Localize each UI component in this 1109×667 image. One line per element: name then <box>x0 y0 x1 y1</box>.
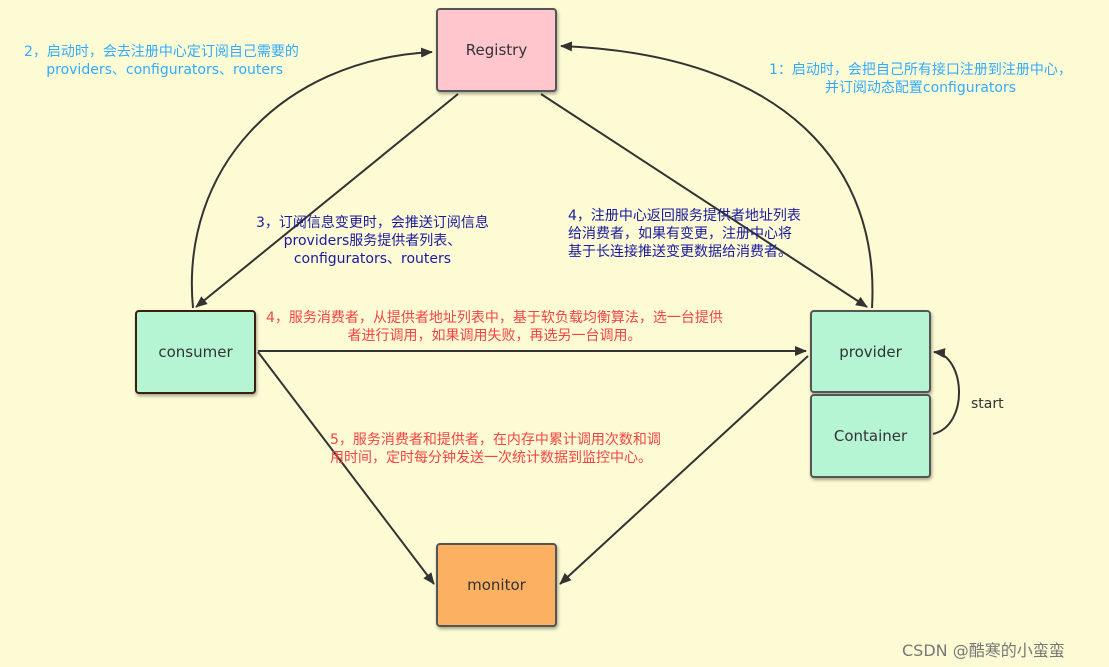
provider-node: provider <box>810 310 931 393</box>
consumer-label: consumer <box>158 343 233 361</box>
step5-annotation: 5，服务消费者和提供者，在内存中累计调用次数和调 用时间，定时每分钟发送一次统计… <box>330 432 661 466</box>
container-label: Container <box>833 427 908 445</box>
edge-consumer-subscribe-registry <box>190 47 433 309</box>
step4-notify-annotation: 4，注册中心返回服务提供者地址列表 给消费者，如果有变更，注册中心将 基于长连接… <box>568 208 801 260</box>
edge-provider-count-monitor <box>559 355 809 585</box>
consumer-node: consumer <box>135 310 256 394</box>
container-node: Container <box>810 394 931 478</box>
step1-annotation: 1：启动时，会把自己所有接口注册到注册中心， 并订阅动态配置configurat… <box>769 62 1072 96</box>
edge-registry-to-provider <box>540 93 868 308</box>
step4-invoke-annotation: 4，服务消费者，从提供者地址列表中，基于软负载均衡算法，选一台提供 者进行调用，… <box>266 310 723 344</box>
registry-label: Registry <box>465 41 528 59</box>
monitor-label: monitor <box>467 576 526 594</box>
watermark: CSDN @酷寒的小蛮蛮 <box>902 641 1065 660</box>
edge-provider-register-registry <box>560 41 874 309</box>
edge-container-start-provider <box>932 348 960 435</box>
step2-annotation: 2，启动时，会去注册中心定订阅自己需要的 providers、configura… <box>24 44 299 78</box>
step3-annotation: 3，订阅信息变更时，会推送订阅信息 providers服务提供者列表、 conf… <box>256 215 489 267</box>
edge-registry-notify-consumer <box>195 93 459 308</box>
provider-label: provider <box>839 342 902 361</box>
monitor-node: monitor <box>436 543 557 627</box>
edge-consumer-count-monitor <box>257 351 435 585</box>
start-annotation: start <box>971 396 1004 412</box>
registry-node: Registry <box>436 8 557 92</box>
